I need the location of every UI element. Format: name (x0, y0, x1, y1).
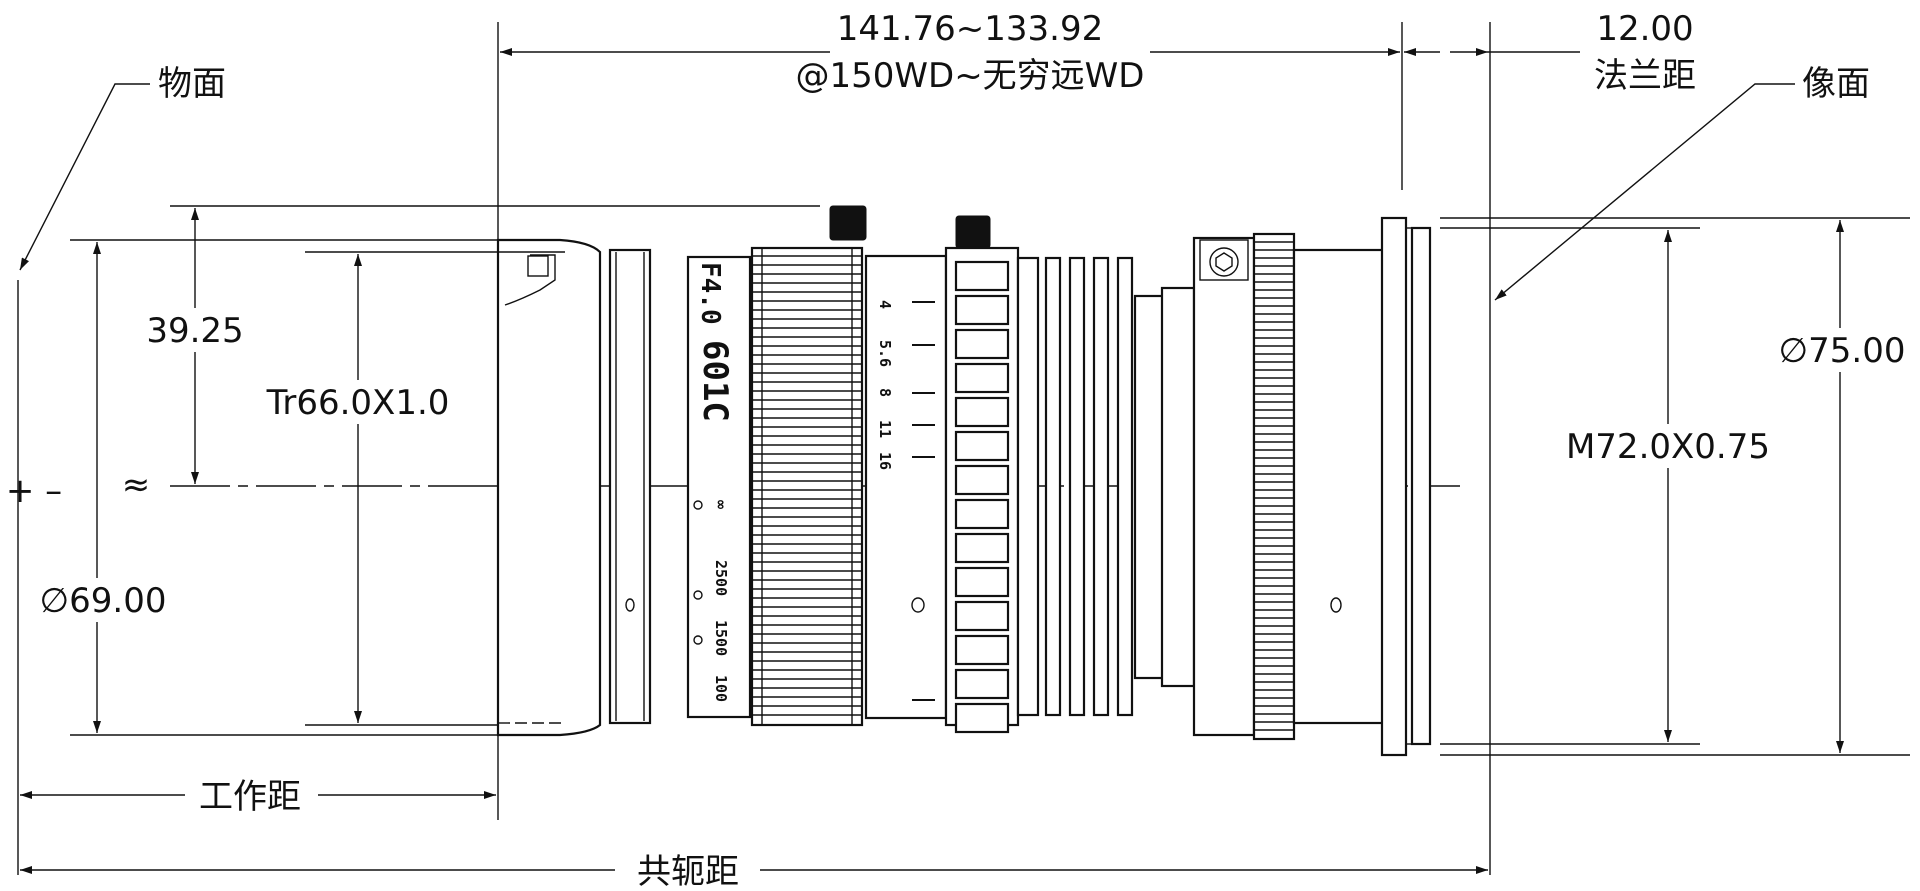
front-barrel (496, 238, 602, 737)
offset-dimension: 39.25 ≈ + – (6, 208, 250, 511)
aperture-scale-ticks (912, 301, 935, 701)
image-plane-leader: 像面 (1494, 64, 1870, 301)
aperture-scale-4: 16 (876, 452, 894, 470)
aperture-scale-1: 5.6 (876, 340, 894, 367)
neck-collar (1160, 286, 1196, 688)
focus-scale-3: 100 (712, 675, 730, 702)
aperture-label: F4.0 (695, 262, 725, 325)
conjugate-distance-dimension: 共轭距 (20, 852, 1488, 891)
flange-value-label: 12.00 (1596, 9, 1693, 49)
aperture-scale-2: 8 (876, 388, 894, 397)
flange-dimension: 12.00 法兰距 (1404, 9, 1696, 96)
rear-barrel (1292, 248, 1388, 725)
lens-body: F4.0 601C ∞ 2500 1500 100 4 5.6 8 11 16 (496, 205, 1432, 757)
aperture-knurl (752, 248, 862, 725)
offset-value-label: 39.25 (146, 311, 243, 351)
cooling-fins (1016, 256, 1134, 717)
length-range-label: 141.76~133.92 (837, 9, 1103, 49)
mount-thread (1410, 226, 1432, 746)
approx-symbol: ≈ (122, 465, 151, 505)
focus-lock-screw (955, 215, 991, 249)
object-plane-leader: 物面 (19, 64, 226, 271)
hex-screw-icon (1209, 247, 1239, 277)
aperture-scale-3: 11 (876, 420, 894, 438)
mount-flange (1380, 216, 1408, 757)
rear-thread-dimension: M72.0X0.75 (1563, 230, 1773, 742)
focus-grip (954, 260, 1010, 734)
flange-distance-label: 法兰距 (1594, 56, 1696, 96)
aperture-lock-screw (829, 205, 867, 241)
front-thread-label: Tr66.0X1.0 (266, 383, 450, 423)
object-plane-label: 物面 (158, 64, 226, 104)
front-thread-dimension: Tr66.0X1.0 (266, 254, 450, 723)
rear-diameter-label: ∅75.00 (1779, 331, 1906, 371)
front-diameter-dimension: ∅69.00 (36, 242, 176, 733)
front-diameter-label: ∅69.00 (40, 581, 167, 621)
focus-scale-0: ∞ (712, 500, 730, 509)
image-plane-label: 像面 (1802, 64, 1870, 104)
model-label: 601C (695, 340, 735, 422)
aperture-scale-0: 4 (876, 300, 894, 309)
aperture-band (686, 255, 752, 719)
working-distance-dimension: 工作距 (20, 777, 496, 817)
rear-diameter-dimension: ∅75.00 (1772, 220, 1912, 753)
length-dimension: 141.76~133.92 @150WD~无穷远WD (500, 9, 1400, 96)
rear-thread-label: M72.0X0.75 (1566, 427, 1770, 467)
rear-collar (1192, 236, 1256, 737)
reference-lines (17, 22, 1910, 875)
aperture-scale-ring (864, 254, 948, 720)
rear-knurled-ring (1252, 232, 1296, 741)
focus-scale-2: 1500 (712, 620, 730, 656)
plus-minus-symbol: + – (6, 471, 62, 511)
length-condition-label: @150WD~无穷远WD (796, 56, 1145, 96)
rear-knurl (1254, 241, 1294, 731)
focus-scale-1: 2500 (712, 560, 730, 596)
working-distance-label: 工作距 (199, 777, 301, 817)
conjugate-distance-label: 共轭距 (637, 852, 739, 891)
